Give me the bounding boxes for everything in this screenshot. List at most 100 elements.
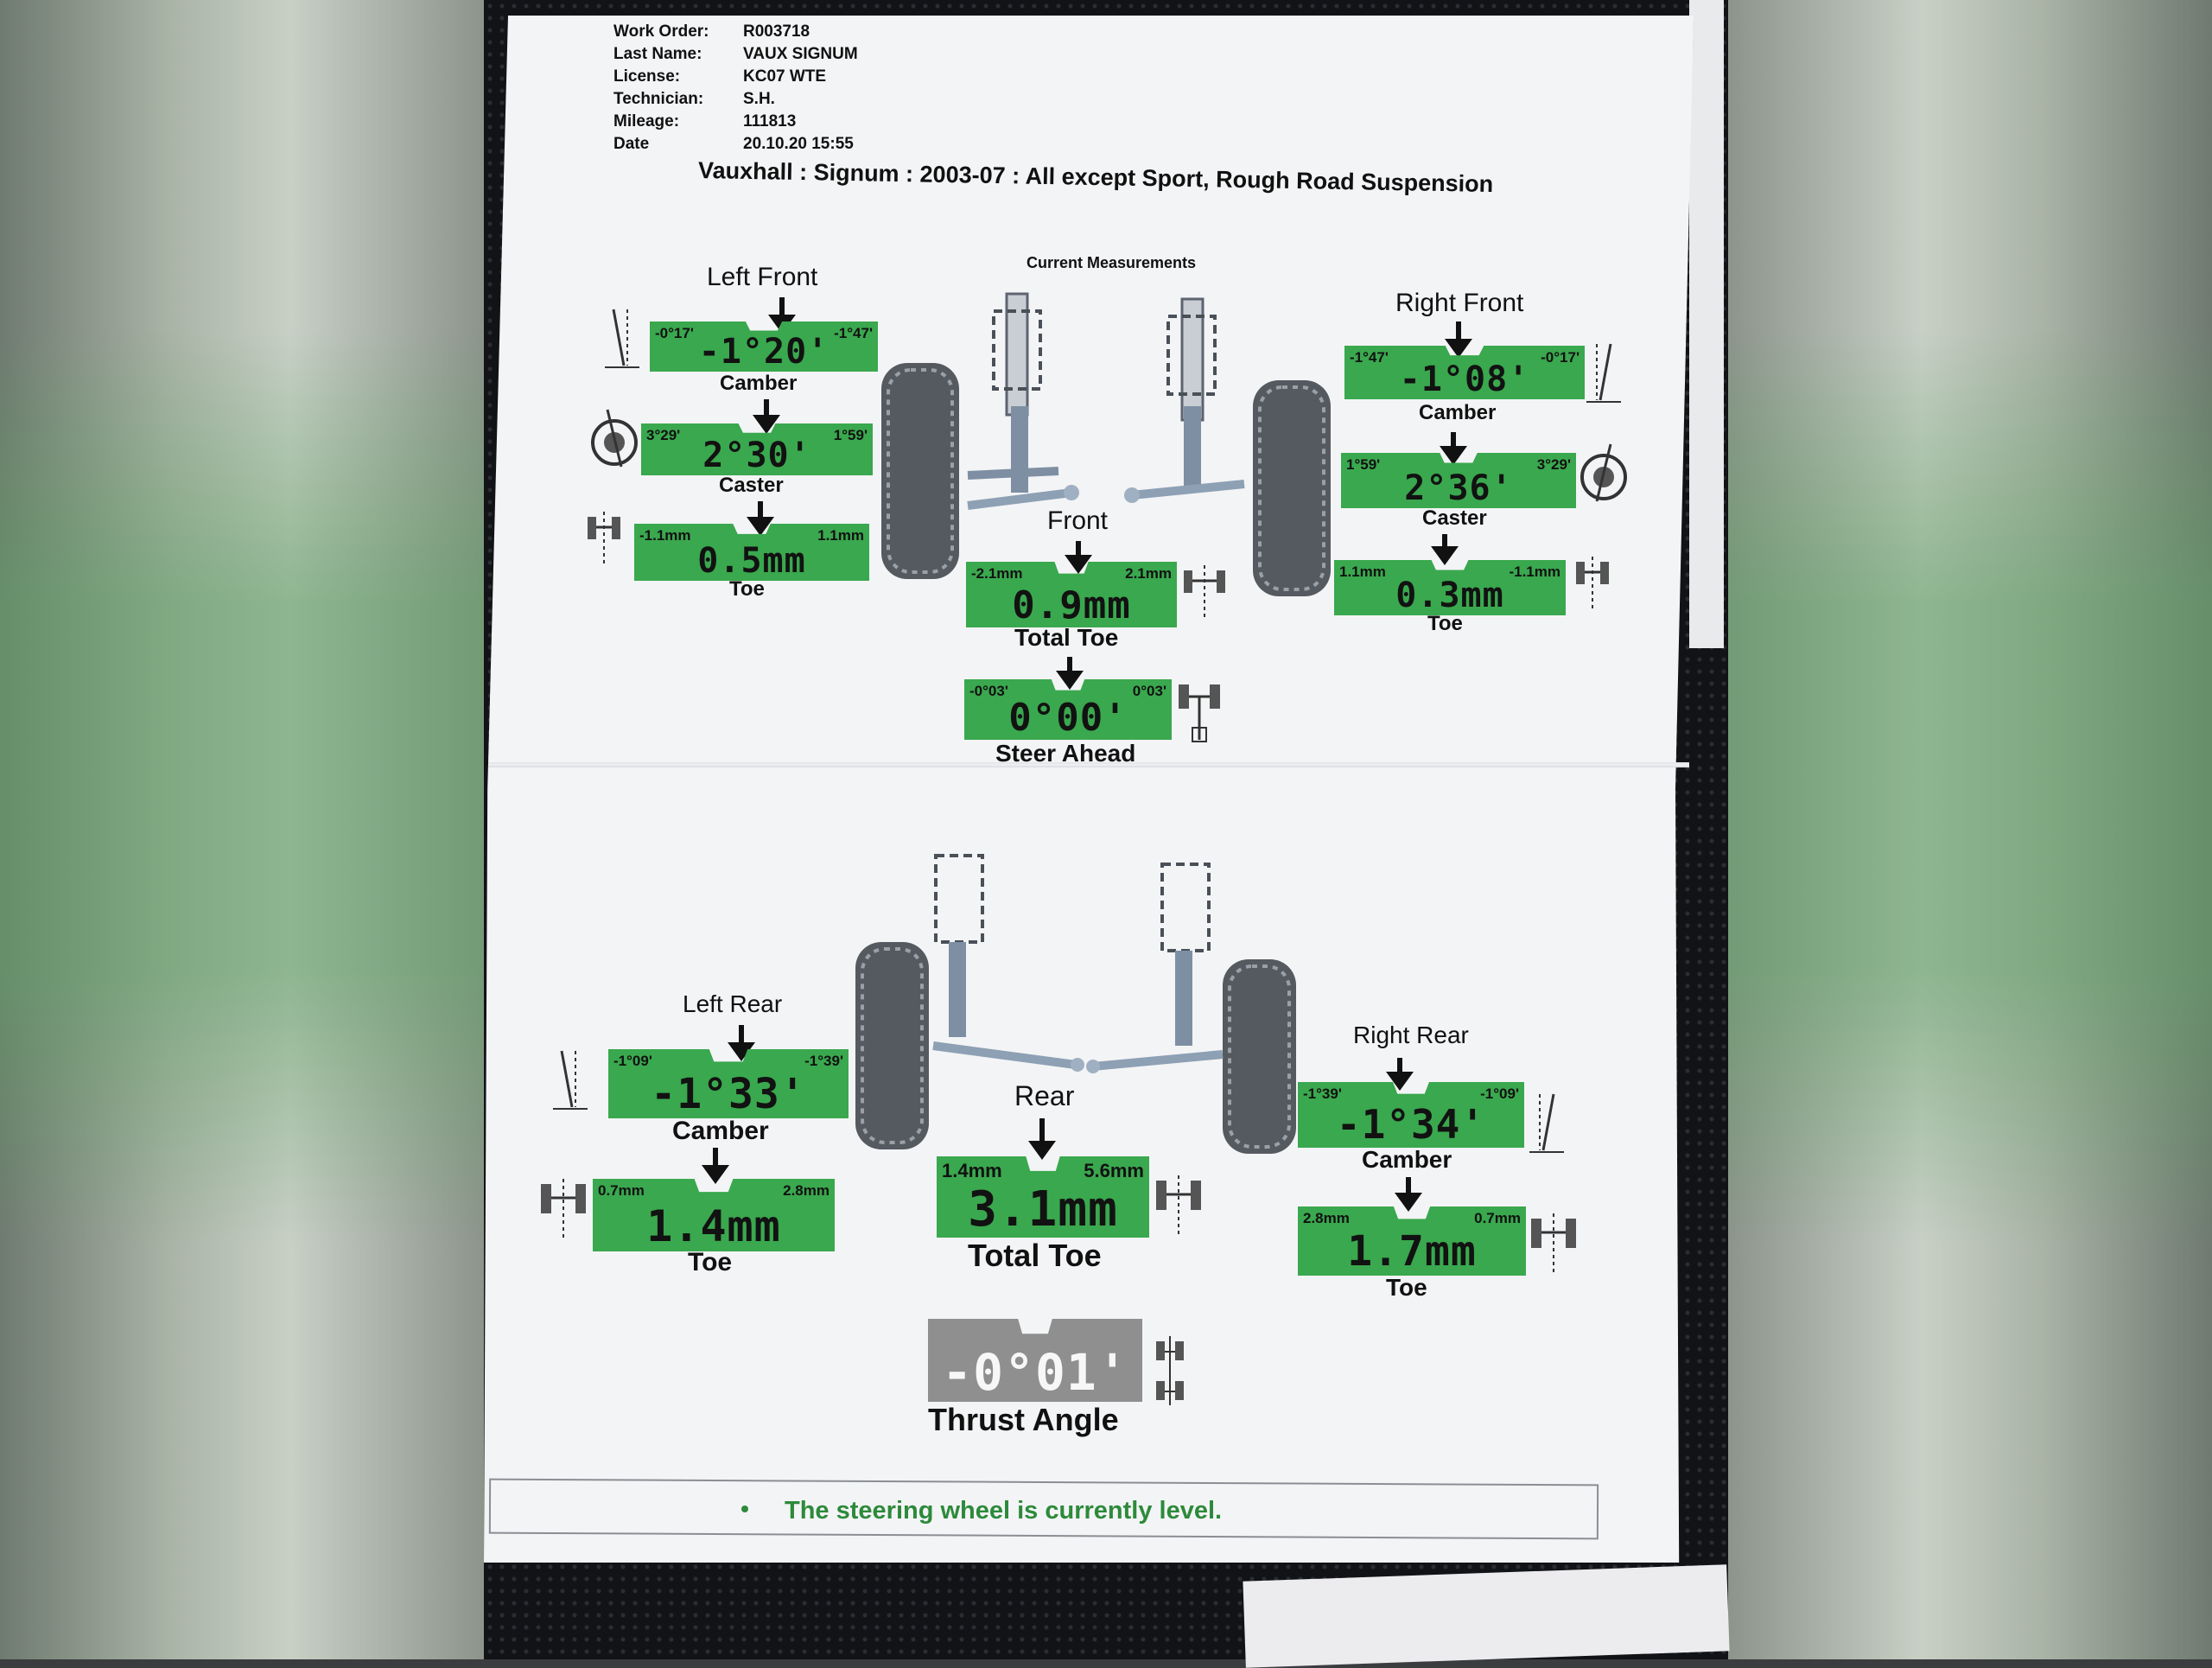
gauge-max-label: 2.1mm (1125, 565, 1172, 582)
gauge-caption: Steer Ahead (995, 740, 1136, 767)
header-value: 111813 (743, 112, 797, 131)
header-key: Date (613, 135, 650, 153)
gauge-max-label: 2.8mm (783, 1182, 830, 1199)
gauge-min-label: 1.4mm (942, 1160, 1002, 1181)
gauge-max-label: 1°59' (833, 427, 868, 443)
gauge-min-label: 1.1mm (1339, 563, 1386, 580)
header-key: License: (613, 67, 681, 86)
gauge-max-label: 3°29' (1536, 456, 1571, 473)
gauge-min-label: 2.8mm (1303, 1210, 1350, 1226)
background-blur-left (0, 0, 484, 1659)
gauge-value: 0.3mm (1395, 576, 1504, 615)
caster-wheel-icon (591, 409, 638, 468)
gauge-caption: Camber (672, 1117, 769, 1145)
steer-ahead-gauge: -0°03' 0°03' 0°00' (964, 679, 1172, 740)
gauge-max-label: 0.7mm (1474, 1210, 1521, 1226)
header-value: VAUX SIGNUM (743, 45, 858, 63)
right-rear-toe-gauge: 2.8mm 0.7mm 1.7mm (1298, 1206, 1526, 1276)
front-center-heading: Front (1047, 506, 1109, 535)
header-row: Date 20.10.20 15:55 (613, 135, 858, 157)
gauge-value: 0.9mm (1012, 583, 1131, 627)
right-front-heading: Right Front (1395, 289, 1524, 317)
gauge-caption: Caster (1422, 506, 1487, 530)
front-suspension-icon (881, 292, 1331, 596)
gauge-min-label: -0°17' (655, 325, 694, 341)
left-rear-camber-gauge: -1°09' -1°39' -1°33' (608, 1049, 849, 1118)
header-row: Technician: S.H. (613, 90, 858, 112)
gauge-max-label: -1°09' (1480, 1085, 1519, 1102)
rear-total-toe-gauge: 1.4mm 5.6mm 3.1mm (937, 1156, 1149, 1238)
gauge-value: 3.1mm (968, 1181, 1118, 1238)
header-row: Work Order: R003718 (613, 22, 858, 45)
header-value: R003718 (743, 22, 810, 41)
gauge-value: 2°36' (1404, 468, 1513, 508)
report-header: Work Order: R003718 Last Name: VAUX SIGNUM… (613, 22, 858, 157)
alignment-report-sheet (484, 16, 1694, 1563)
front-total-toe-gauge: -2.1mm 2.1mm 0.9mm (966, 562, 1177, 627)
gauge-value: 1.4mm (646, 1201, 781, 1251)
gauge-max-label: 0°03' (1132, 683, 1166, 699)
left-front-toe-gauge: -1.1mm 1.1mm 0.5mm (634, 524, 869, 581)
gauge-caption: Camber (1362, 1146, 1452, 1173)
right-rear-heading: Right Rear (1353, 1022, 1469, 1048)
camber-icon (605, 309, 639, 368)
left-front-heading: Left Front (707, 263, 818, 291)
gauge-value: -0°01' (942, 1343, 1128, 1402)
gauge-caption: Total Toe (968, 1238, 1102, 1273)
thrust-angle-icon (1156, 1336, 1184, 1405)
toe-icon (588, 512, 620, 565)
gauge-caption: Camber (720, 372, 798, 395)
header-value: S.H. (743, 90, 775, 108)
toe-icon (541, 1179, 586, 1241)
gauge-max-label: -0°17' (1541, 349, 1580, 366)
gauge-max-label: 5.6mm (1084, 1160, 1144, 1181)
gauge-min-label: 3°29' (646, 427, 681, 443)
camber-icon (1529, 1093, 1564, 1153)
steer-ahead-icon (1179, 684, 1220, 742)
status-message: The steering wheel is currently level. (741, 1497, 1222, 1525)
header-row: Last Name: VAUX SIGNUM (613, 45, 858, 67)
corner-paper-sheet (1243, 1564, 1730, 1668)
gauge-min-label: -1°39' (1303, 1085, 1342, 1102)
gauge-min-label: -2.1mm (971, 565, 1023, 582)
side-paper-sheet (1689, 0, 1724, 648)
gauge-value: -1°20' (698, 332, 830, 372)
gauge-min-label: -1.1mm (639, 527, 691, 544)
gauge-value: -1°34' (1336, 1101, 1486, 1148)
rear-center-heading: Rear (1014, 1080, 1075, 1111)
gauge-caption: Toe (1427, 612, 1463, 635)
gauge-value: -1°08' (1399, 360, 1530, 399)
header-key: Last Name: (613, 45, 702, 63)
gauge-min-label: -1°09' (613, 1053, 652, 1069)
gauge-min-label: -1°47' (1350, 349, 1389, 366)
paper-fold (488, 762, 1689, 767)
gauge-max-label: 1.1mm (817, 527, 864, 544)
header-key: Technician: (613, 90, 704, 108)
gauge-caption: Camber (1419, 401, 1497, 424)
gauge-value: 2°30' (702, 436, 811, 475)
gauge-max-label: -1°47' (834, 325, 873, 341)
gauge-min-label: -0°03' (969, 683, 1008, 699)
gauge-caption: Toe (729, 577, 765, 601)
gauge-min-label: 0.7mm (598, 1182, 645, 1199)
header-value: 20.10.20 15:55 (743, 135, 854, 153)
status-message-text: The steering wheel is currently level. (785, 1497, 1223, 1525)
gauge-value: 1.7mm (1347, 1227, 1477, 1276)
header-row: License:KC07 WTE (613, 67, 858, 90)
header-row: Mileage:111813 (613, 112, 858, 135)
toe-icon (1576, 557, 1609, 610)
caster-wheel-icon (1580, 443, 1627, 502)
gauge-max-label: -1.1mm (1509, 563, 1560, 580)
gauge-caption: Toe (1386, 1274, 1427, 1301)
gauge-caption: Thrust Angle (928, 1402, 1119, 1437)
total-toe-icon (1184, 565, 1225, 619)
header-key: Work Order: (613, 22, 709, 41)
camber-icon (1586, 343, 1621, 403)
bullet-icon (741, 1506, 748, 1512)
gauge-value: -1°33' (651, 1070, 806, 1118)
gauge-caption: Caster (719, 474, 784, 497)
gauge-min-label: 1°59' (1346, 456, 1381, 473)
background-blur-right (1728, 0, 2212, 1659)
left-rear-heading: Left Rear (683, 990, 783, 1017)
current-measurements-label: Current Measurements (1027, 254, 1197, 271)
